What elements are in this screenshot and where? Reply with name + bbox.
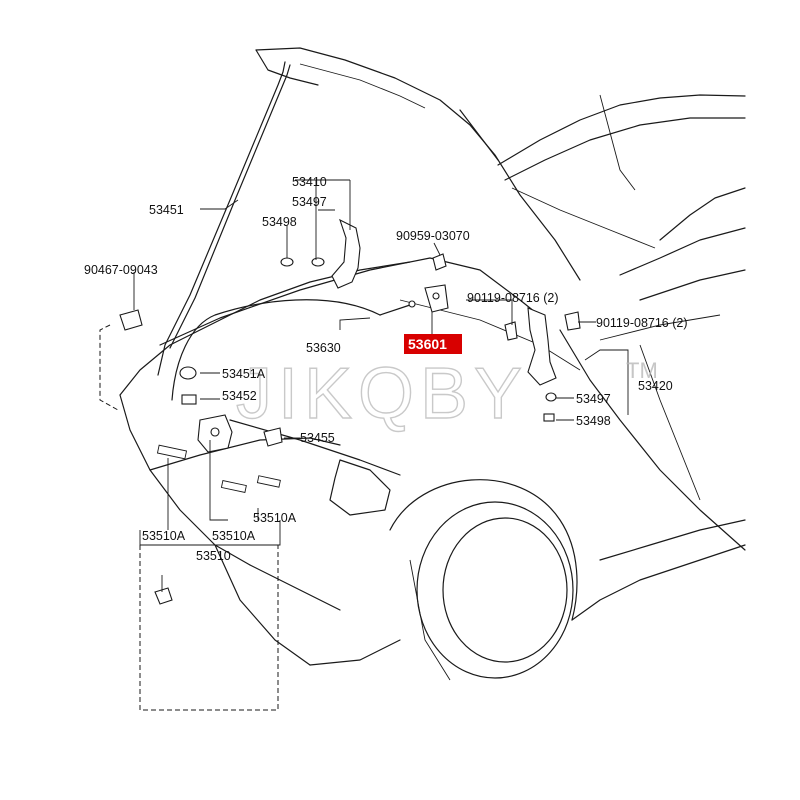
label-53451a: 53451A [222,367,266,381]
leader-lines [99,179,629,711]
highlight-box-53601 [404,334,462,354]
part-labels: 53410 53451 53497 53498 90959-03070 9046… [84,175,688,563]
watermark-tm: TM [626,358,658,383]
label-53451: 53451 [149,203,184,217]
label-53601: 53601 [408,336,447,352]
label-53498-right: 53498 [576,414,611,428]
label-53420: 53420 [638,379,673,393]
label-90119-08716-b: 90119-08716 (2) [596,316,688,330]
label-90119-08716-a: 90119-08716 (2) [467,291,559,305]
hinge-left [331,218,361,289]
hinge-right [527,307,557,386]
label-53510a-1: 53510A [142,529,186,543]
label-53455: 53455 [300,431,335,445]
label-53410: 53410 [292,175,327,189]
car-body-drawing [119,47,746,681]
parts [119,61,581,605]
label-53630: 53630 [306,341,341,355]
watermark-text: JIKQBY [236,354,528,434]
label-53510a-2: 53510A [212,529,256,543]
label-53498-top: 53498 [262,215,297,229]
watermark: JIKQBY TM [235,353,658,434]
label-53497-top: 53497 [292,195,327,209]
label-53510: 53510 [196,549,231,563]
label-53497-right: 53497 [576,392,611,406]
hood-lock-cable [171,299,381,401]
hood-support-rod [157,61,286,376]
label-53510a-3: 53510A [253,511,297,525]
label-90959-03070: 90959-03070 [396,229,470,243]
label-53452: 53452 [222,389,257,403]
label-90467-09043: 90467-09043 [84,263,158,277]
